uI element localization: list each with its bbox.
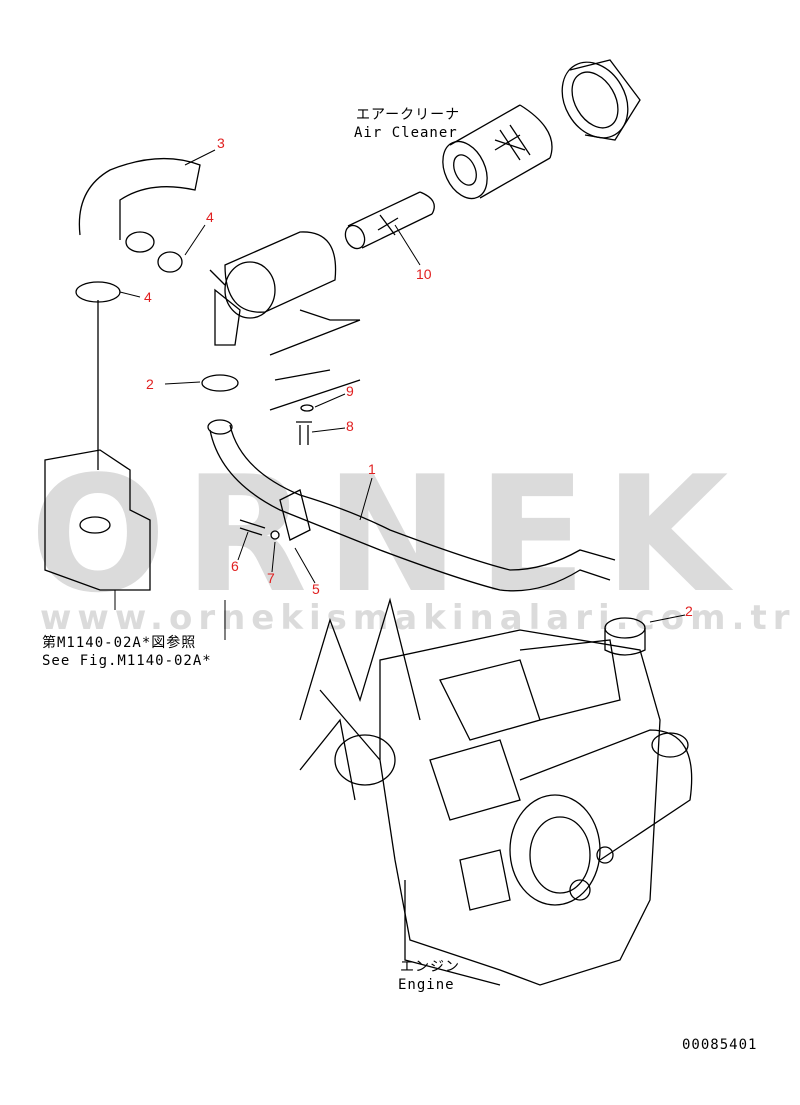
air-cleaner-cap [561, 59, 641, 141]
engine-label-jp: エンジン [400, 959, 460, 975]
callout-9: 9 [346, 383, 354, 399]
callout-2: 2 [685, 603, 693, 619]
engine-label-en: Engine [398, 977, 455, 993]
intake-pipe [207, 419, 616, 592]
air-cleaner-label-jp: エアークリーナ [356, 107, 461, 123]
air-cleaner-label-en: Air Cleaner [354, 125, 458, 141]
callout-5: 5 [312, 581, 320, 597]
reference-label-jp: 第M1140-02A*図参照 [42, 635, 197, 651]
callout-4: 4 [206, 209, 214, 225]
reference-label-en: See Fig.M1140-02A* [42, 653, 212, 669]
engine-assembly [299, 597, 693, 986]
callout-2: 2 [146, 376, 154, 392]
callout-10: 10 [416, 266, 432, 282]
hose-clamps [75, 251, 646, 656]
inner-element [344, 191, 435, 250]
callout-6: 6 [231, 558, 239, 574]
callout-1: 1 [368, 461, 376, 477]
bolt-washer [239, 404, 314, 540]
callout-4: 4 [144, 289, 152, 305]
drawing-number: 00085401 [682, 1037, 758, 1053]
callout-7: 7 [267, 570, 275, 586]
callout-8: 8 [346, 418, 354, 434]
leader-lines [119, 149, 686, 623]
intake-elbow-hose [78, 157, 201, 253]
watermark-logo: ORNEK [30, 441, 747, 628]
bracket-plate [44, 300, 226, 640]
callout-3: 3 [217, 135, 225, 151]
watermark-url: www.ornekismakinalari.com.tr [40, 598, 796, 638]
air-cleaner-body [209, 231, 361, 411]
outer-element [442, 104, 553, 200]
